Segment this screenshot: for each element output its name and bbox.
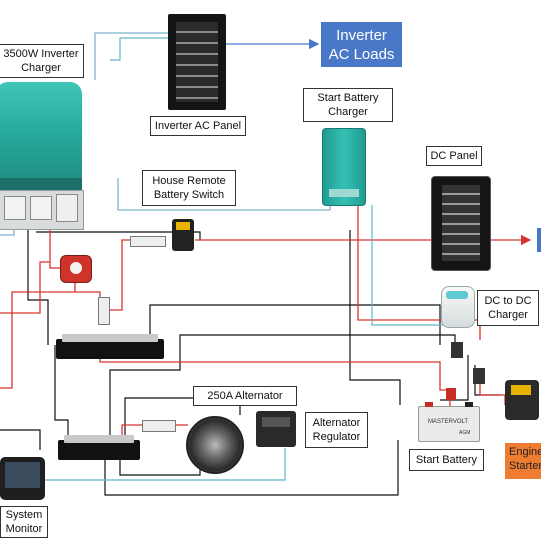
relay-icon — [451, 342, 463, 358]
fuse-icon — [142, 420, 176, 432]
system-monitor-label: System Monitor — [0, 506, 48, 538]
busbar-icon — [56, 334, 164, 359]
monitor-display-icon — [0, 457, 45, 500]
battery-brand-text: MASTERVOLT — [427, 419, 469, 425]
neg-wire-10 — [124, 397, 241, 440]
remote-battery-switch-icon — [172, 219, 194, 251]
fuse-icon — [98, 297, 110, 325]
pos-wire-start-charger — [357, 200, 481, 340]
neg-wire-6 — [104, 440, 399, 496]
engine-starter-box: Engine Starter — [505, 443, 541, 479]
battery-model-text: AGM — [459, 430, 471, 436]
dc-panel-label: DC Panel — [426, 146, 482, 166]
inverter-charger-label: 3500W Inverter Charger — [0, 44, 84, 78]
battery-switch-icon — [60, 255, 92, 283]
neg-wire-5 — [109, 334, 456, 440]
alternator-regulator-label: Alternator Regulator — [305, 412, 368, 448]
inverter-ac-panel-label: Inverter AC Panel — [150, 116, 246, 136]
pos-wire-left-2 — [0, 291, 75, 389]
start-battery-label: Start Battery — [409, 449, 484, 471]
ac-wire-inverter-to-panel — [94, 32, 168, 80]
busbar-icon — [58, 435, 140, 460]
dc-dc-charger-icon — [441, 286, 475, 328]
house-remote-switch-label: House Remote Battery Switch — [142, 170, 236, 206]
ac-wire-inverter-to-start-charger — [117, 178, 331, 211]
ac-wiring — [0, 32, 331, 236]
alternator-icon — [186, 416, 244, 474]
neg-wire-12 — [440, 355, 469, 401]
dc-to-dc-charger-label: DC to DC Charger — [477, 290, 539, 326]
regulator-icon — [256, 411, 296, 447]
data-wire-dcdc — [371, 205, 445, 326]
pos-wire-switch-to-fuse — [74, 280, 101, 300]
neg-wire-7 — [0, 429, 41, 450]
ac-breaker-panel-icon — [168, 14, 226, 110]
pos-wire-left-1 — [0, 261, 50, 314]
battery-charger-icon — [322, 128, 366, 206]
neg-wire-9 — [349, 230, 401, 405]
data-wire-panel — [110, 37, 168, 61]
inverter-ac-loads-box: Inverter AC Loads — [321, 22, 402, 67]
alternator-label: 250A Alternator — [193, 386, 297, 406]
data-wiring — [45, 37, 445, 481]
battery-icon: MASTERVOLT AGM — [418, 402, 480, 442]
starter-relay-icon — [505, 380, 539, 420]
inverter-charger-icon — [0, 82, 86, 230]
neg-wire-2 — [36, 231, 201, 240]
dc-loads-stub — [537, 228, 541, 252]
negative-wiring — [0, 230, 500, 496]
relay-icon — [473, 368, 485, 384]
neg-wire-1 — [27, 230, 49, 345]
dc-breaker-panel-icon — [431, 176, 491, 271]
data-wire-regulator — [45, 448, 286, 481]
fuse-icon — [130, 236, 166, 247]
start-battery-charger-label: Start Battery Charger — [303, 88, 393, 122]
pos-wire-remote-switch — [110, 239, 130, 311]
neg-wire-3 — [54, 345, 69, 440]
relay-icon — [446, 388, 456, 400]
